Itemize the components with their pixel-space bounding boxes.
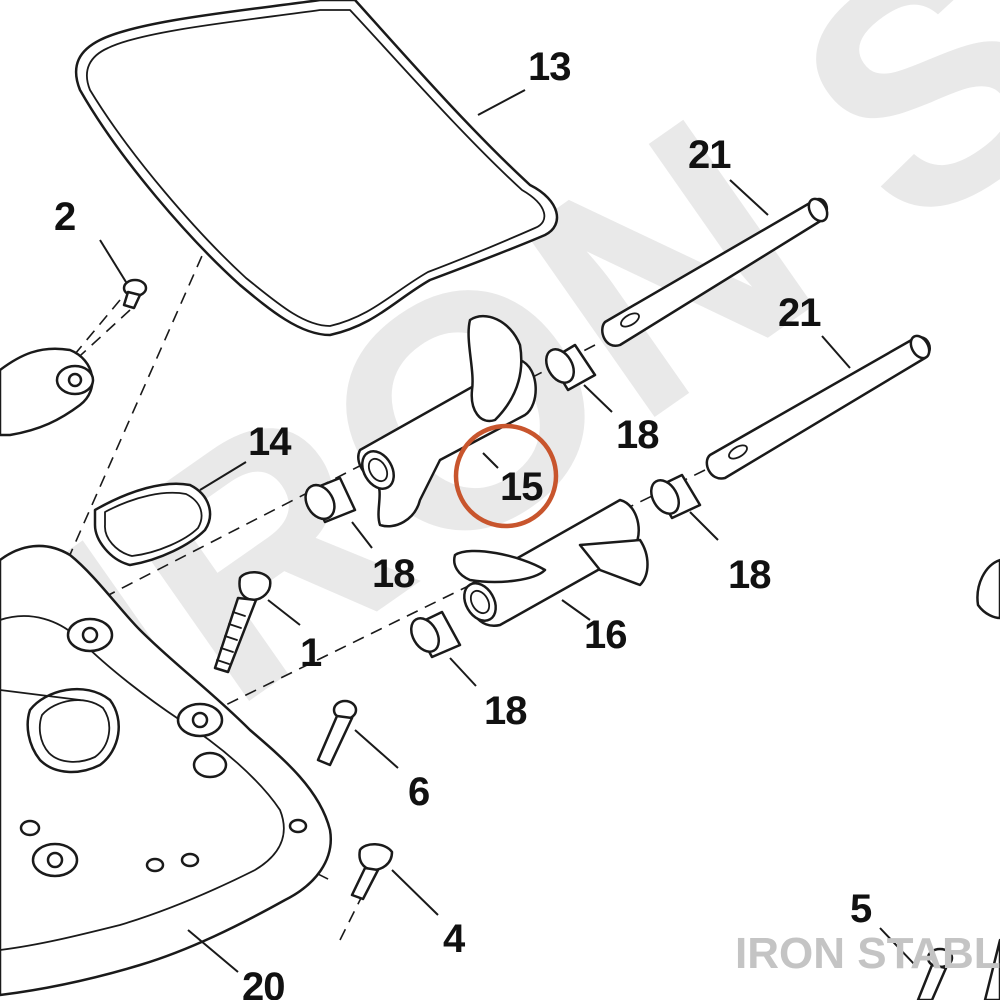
callout-labels: 13 21 21 2 14 15 18 18 18 18 16 1 6 4 5 … bbox=[54, 45, 873, 1000]
leader-lines bbox=[99, 89, 916, 973]
gasket-part-14 bbox=[93, 482, 212, 567]
bushing-lower-left bbox=[410, 610, 462, 659]
rocker-arm-part-16 bbox=[453, 498, 649, 628]
right-edge-component bbox=[976, 558, 1000, 1000]
callout-13: 13 bbox=[528, 45, 571, 89]
bushing-upper-right bbox=[545, 343, 597, 392]
breather-component bbox=[0, 347, 95, 437]
rocker-housing-part-20 bbox=[0, 544, 333, 997]
callout-15: 15 bbox=[500, 465, 543, 509]
screw-part-2 bbox=[122, 278, 148, 310]
rocker-arm-part-15 bbox=[357, 314, 537, 528]
bolt-part-6 bbox=[316, 699, 358, 767]
callout-20: 20 bbox=[242, 965, 285, 1000]
bolt-part-4 bbox=[350, 843, 394, 901]
bolt-part-1 bbox=[213, 571, 272, 674]
corner-watermark: IRON STABLE bbox=[735, 929, 1000, 978]
callout-18-lower-right: 18 bbox=[728, 553, 771, 597]
callout-16: 16 bbox=[584, 613, 627, 657]
callout-14: 14 bbox=[248, 420, 292, 464]
rocker-shaft-lower bbox=[705, 334, 931, 480]
callout-21-lower: 21 bbox=[778, 291, 821, 335]
callout-18-lower-left: 18 bbox=[484, 689, 527, 733]
callout-5: 5 bbox=[850, 887, 872, 931]
callout-2: 2 bbox=[54, 195, 75, 239]
callout-6: 6 bbox=[408, 770, 429, 814]
bushing-upper-left bbox=[304, 476, 357, 524]
callout-18-upper-left: 18 bbox=[372, 552, 415, 596]
callout-18-upper-right: 18 bbox=[616, 413, 659, 457]
highlight-circle bbox=[453, 423, 559, 529]
callout-4: 4 bbox=[443, 917, 466, 961]
callout-1: 1 bbox=[300, 631, 322, 675]
callout-21-upper: 21 bbox=[688, 133, 731, 177]
rocker-shaft-upper bbox=[601, 197, 829, 348]
bushing-lower-right bbox=[650, 473, 702, 520]
valve-cover-gasket bbox=[74, 0, 559, 337]
bolt-part-5 bbox=[916, 947, 954, 1000]
